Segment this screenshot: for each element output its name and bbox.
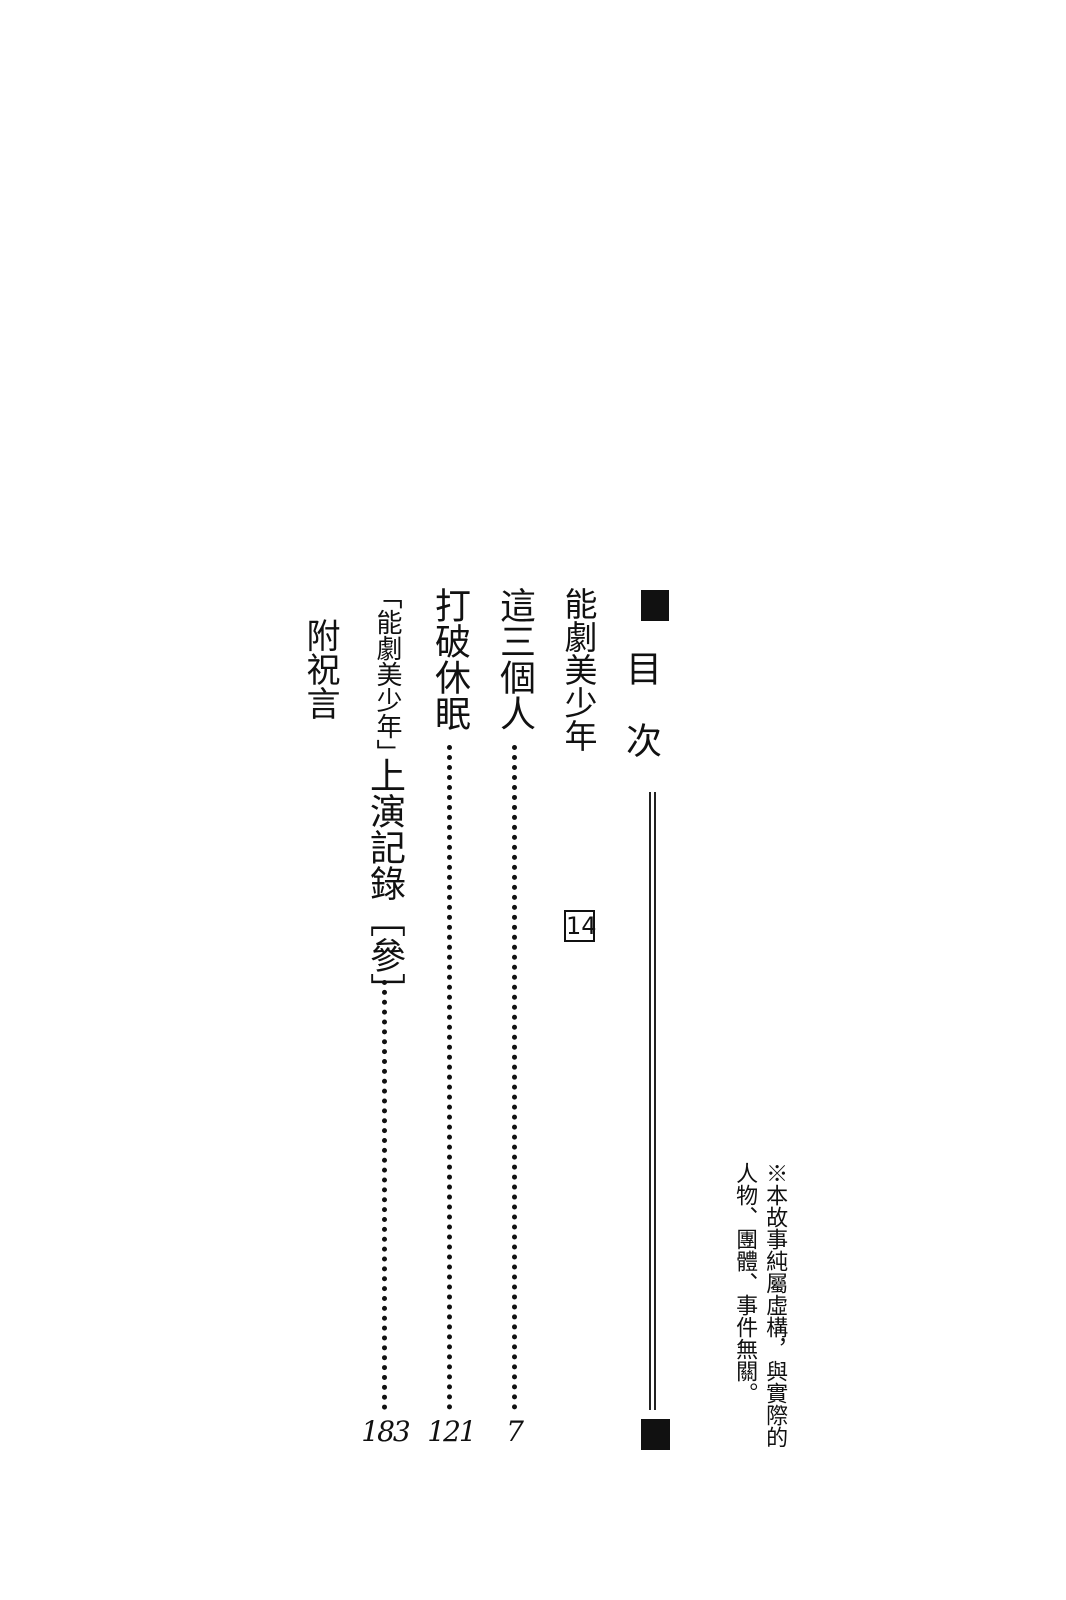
leader-dots bbox=[512, 745, 517, 1410]
top-square-ornament bbox=[641, 590, 669, 621]
toc-entry-title[interactable]: 上演記錄［參］ bbox=[364, 757, 405, 1009]
series-title: 能劇美少年 bbox=[559, 587, 598, 752]
toc-entry-title[interactable]: 打破休眠 bbox=[429, 587, 470, 731]
volume-number-badge: 14 bbox=[564, 910, 597, 942]
toc-entry-page[interactable]: 183 bbox=[361, 1415, 410, 1448]
leader-dots bbox=[447, 745, 452, 1410]
leader-dots bbox=[382, 980, 387, 1410]
disclaimer-line-2: 人物、團體、事件無關。 bbox=[732, 1162, 758, 1404]
toc-entry-prefix: 「能劇美少年」 bbox=[372, 583, 402, 765]
toc-entry-page[interactable]: 7 bbox=[506, 1415, 524, 1448]
toc-title: 目 次 bbox=[620, 650, 661, 758]
toc-entry-page[interactable]: 121 bbox=[427, 1415, 476, 1448]
toc-entry-title[interactable]: 這三個人 bbox=[494, 587, 535, 731]
double-rule bbox=[649, 792, 656, 1410]
disclaimer-line-1: ※本故事純屬虛構，與實際的 bbox=[762, 1162, 788, 1448]
toc-entry-title[interactable]: 附祝言 bbox=[300, 618, 340, 720]
bottom-square-ornament bbox=[641, 1419, 670, 1450]
